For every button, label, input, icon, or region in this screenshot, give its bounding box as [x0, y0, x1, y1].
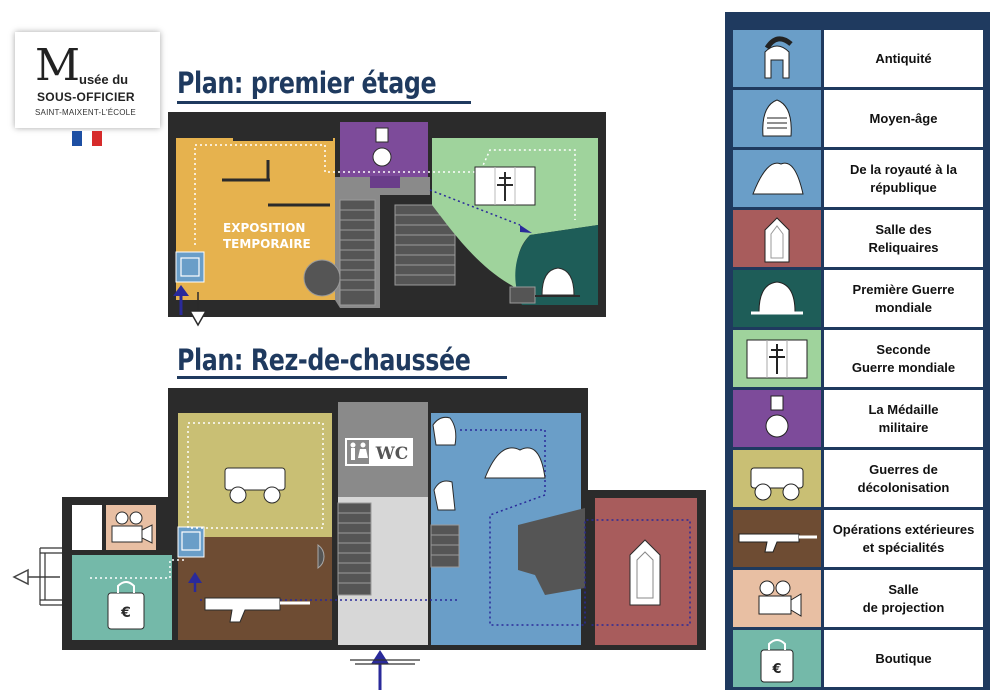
legend-item: Antiquité	[733, 30, 983, 87]
room-second-world-war	[432, 138, 598, 290]
legend-item: Première Guerre mondiale	[733, 270, 983, 327]
reliquary-icon	[733, 210, 821, 267]
elevator-icon	[175, 251, 205, 283]
jeep-plan-icon	[224, 467, 286, 504]
legend-label: Boutique	[824, 630, 983, 687]
logo-letter: M	[35, 40, 81, 91]
legend-item: Opérations extérieures et spécialités	[733, 510, 983, 567]
title-first-floor-underline	[177, 101, 471, 104]
legend-label: La Médaille militaire	[824, 390, 983, 447]
helmet-medieval-icon	[733, 90, 821, 147]
legend-item: Guerres de décolonisation	[733, 450, 983, 507]
legend-label: De la royauté à la république	[824, 150, 983, 207]
shopping-bag-icon: €	[733, 630, 821, 687]
title-ground-floor: Plan: Rez-de-chaussée	[177, 343, 471, 377]
legend-label: Moyen-âge	[824, 90, 983, 147]
temporary-exhibition-label: EXPOSITION TEMPORAIRE	[223, 221, 311, 251]
wc-label: WC	[375, 444, 409, 464]
medal-plan-icon	[372, 127, 392, 167]
legend-label: Antiquité	[824, 30, 983, 87]
wc-people-icon	[350, 442, 368, 460]
legend-item: Salle de projection	[733, 570, 983, 627]
lorraine-cross-flag-icon	[733, 330, 821, 387]
first-floor-plan	[168, 112, 606, 327]
legend-label: Salle de projection	[824, 570, 983, 627]
legend-item: La Médaille militaire	[733, 390, 983, 447]
bicorne-hat-icon	[733, 150, 821, 207]
interior-block	[518, 508, 585, 595]
stairs-first-floor-left	[339, 199, 376, 306]
jeep-icon	[733, 450, 821, 507]
legend-label: Guerres de décolonisation	[824, 450, 983, 507]
legend-item: € Boutique	[733, 630, 983, 687]
camera-plan-icon	[111, 511, 153, 544]
rifle-plan-icon	[204, 597, 310, 623]
antiquity-helmet-plan-icon	[433, 480, 456, 511]
stairs-ground-floor	[337, 502, 372, 596]
title-ground-floor-underline	[177, 376, 507, 379]
visit-path-first-floor	[194, 144, 576, 245]
adrian-helmet-plan-icon	[535, 267, 580, 297]
logo-line-2: SOUS-OFFICIER	[37, 90, 135, 104]
legend-label: Seconde Guerre mondiale	[824, 330, 983, 387]
museum-logo: M usée du SOUS-OFFICIER SAINT-MAIXENT-L'…	[15, 32, 160, 128]
legend-item: Moyen-âge	[733, 90, 983, 147]
legend-label: Opérations extérieures et spécialités	[824, 510, 983, 567]
legend-item: Seconde Guerre mondiale	[733, 330, 983, 387]
room-temporary-exhibition	[176, 138, 335, 300]
shopping-bag-plan-icon	[107, 581, 145, 630]
reliquary-plan-icon	[629, 539, 661, 606]
room-first-world-war	[515, 225, 598, 305]
spiral-stair	[303, 259, 341, 297]
legend-label: Première Guerre mondiale	[824, 270, 983, 327]
legend-label: Salle des Reliquaires	[824, 210, 983, 267]
legend-item: De la royauté à la république	[733, 150, 983, 207]
legend-item: Salle des Reliquaires	[733, 210, 983, 267]
helmet-antiquity-icon	[733, 30, 821, 87]
rifle-icon	[733, 510, 821, 567]
logo-line-1: usée du	[79, 72, 129, 87]
bicorne-plan-icon	[484, 447, 546, 479]
medal-icon	[733, 390, 821, 447]
visit-path-ground-floor	[460, 429, 691, 626]
adrian-helmet-icon	[733, 270, 821, 327]
logo-line-3: SAINT-MAIXENT-L'ÉCOLE	[35, 108, 136, 117]
title-first-floor: Plan: premier étage	[177, 66, 437, 100]
stairs-history-room	[430, 524, 460, 568]
film-camera-icon	[733, 570, 821, 627]
french-flag-icon	[72, 131, 102, 146]
medieval-helmet-plan-icon	[432, 416, 457, 446]
euro-symbol: €	[120, 605, 131, 621]
svg-text:€: €	[771, 662, 781, 677]
floor-plans: WC	[12, 112, 706, 690]
lorraine-flag-plan-icon	[474, 166, 536, 206]
